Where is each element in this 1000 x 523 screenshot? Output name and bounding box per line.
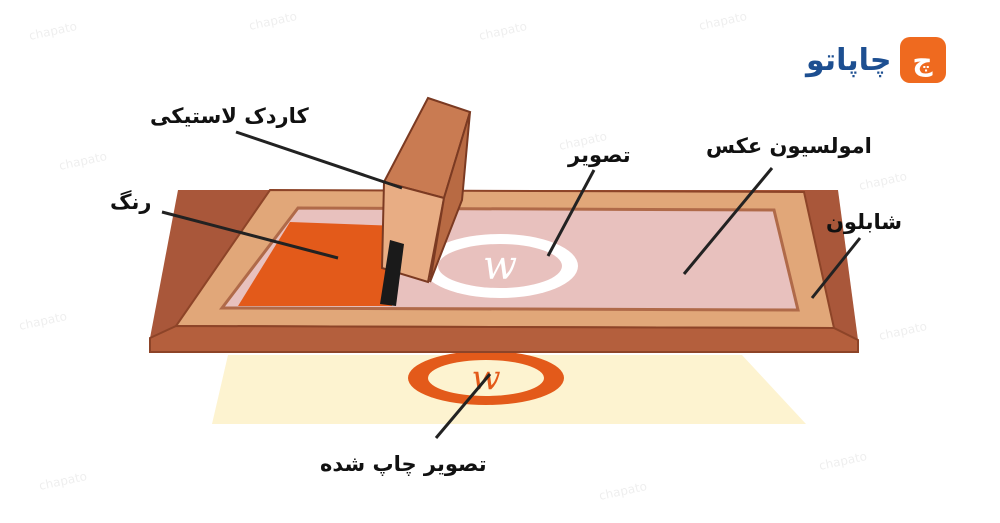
frame-front-edge: [149, 324, 859, 353]
watermark-text: chapato: [818, 449, 868, 473]
label-image: تصویر: [568, 143, 631, 167]
label-printed-image: تصویر چاپ شده: [320, 452, 487, 476]
label-emulsion: امولسیون عکس: [706, 134, 872, 158]
watermark-text: chapato: [58, 149, 108, 173]
label-ink: رنگ: [110, 190, 152, 214]
leader-squeegee: [235, 130, 403, 190]
watermark-text: chapato: [38, 469, 88, 493]
brand-name: چاپاتو: [806, 42, 892, 78]
squeegee: [380, 96, 472, 306]
label-stencil: شابلون: [826, 210, 903, 234]
watermark-text: chapato: [18, 309, 68, 333]
leader-emulsion: [682, 167, 774, 275]
watermark-text: chapato: [858, 169, 908, 193]
leader-lines: [161, 130, 862, 439]
label-squeegee: کاردک لاستیکی: [150, 104, 309, 128]
brand-logo-icon: چ: [899, 37, 946, 83]
watermark-text: chapato: [698, 9, 748, 33]
leader-stencil: [810, 237, 862, 299]
watermark-text: chapato: [248, 9, 298, 33]
leader-printed: [434, 373, 492, 439]
brand-logo: چاپاتو چ: [806, 36, 946, 84]
watermark-text: chapato: [28, 19, 78, 43]
w-letter-icon: w: [483, 243, 517, 289]
leader-ink: [161, 210, 339, 260]
stencil-image: w: [422, 234, 578, 298]
watermark-text: chapato: [878, 319, 928, 343]
leader-image: [546, 169, 596, 257]
watermark-text: chapato: [598, 479, 648, 503]
watermark-text: chapato: [478, 19, 528, 43]
